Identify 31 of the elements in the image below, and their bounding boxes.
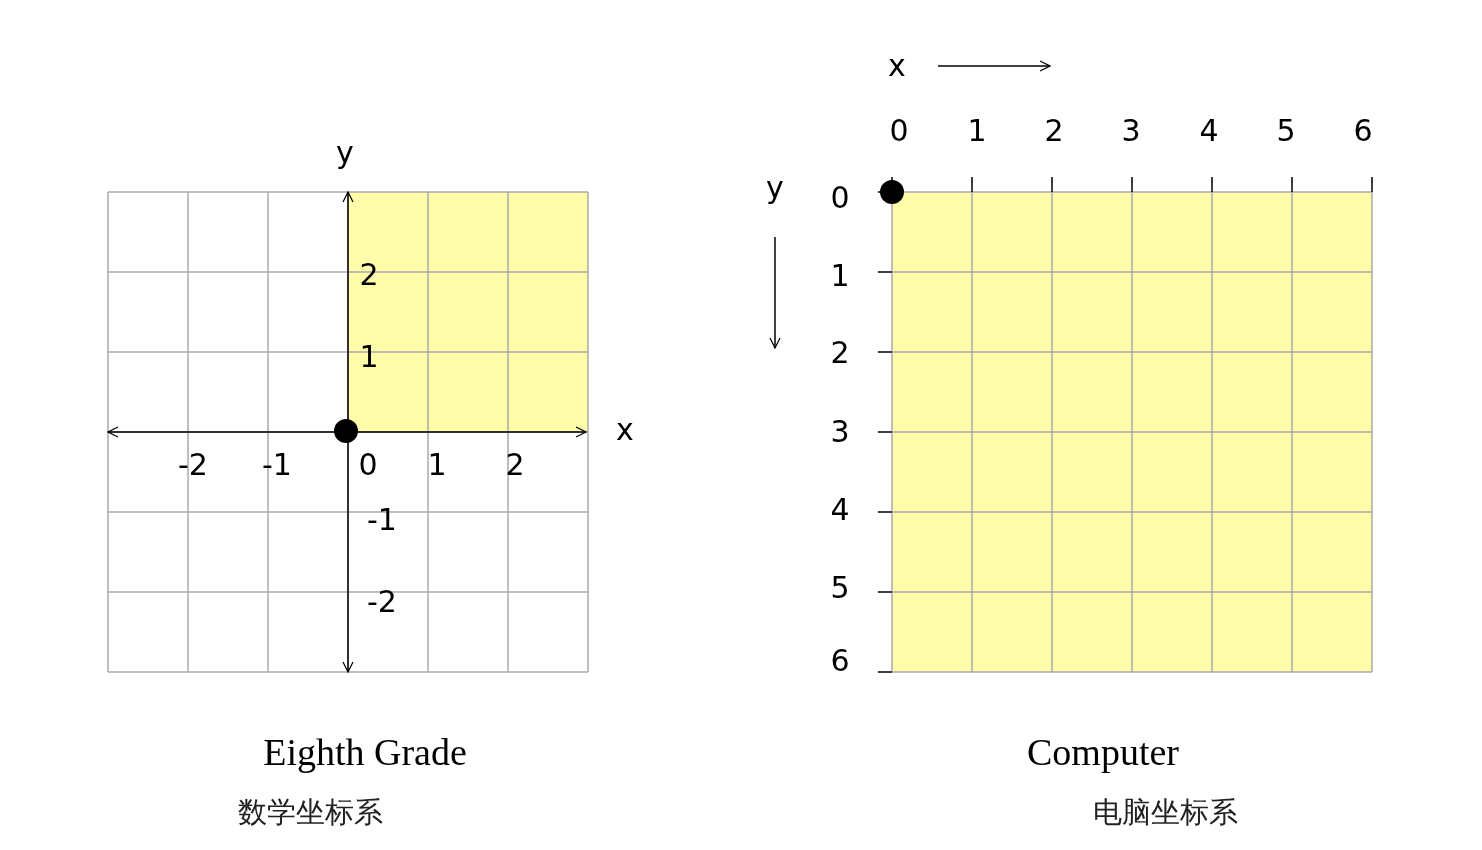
tick-label: 4 xyxy=(1199,116,1219,146)
caption-subtitle: 电脑坐标系 xyxy=(1092,797,1238,827)
tick-label: 3 xyxy=(830,417,850,447)
caption-subtitle: 数学坐标系 xyxy=(237,797,383,827)
tick-label: 0 xyxy=(830,183,850,213)
tick-label: -2 xyxy=(367,587,397,617)
tick-label: 2 xyxy=(1044,116,1064,146)
axis-label: y xyxy=(336,138,354,168)
axis-label: x xyxy=(888,51,906,81)
caption-title: Computer xyxy=(1027,733,1179,771)
tick-label: 5 xyxy=(830,573,850,603)
tick-label: 3 xyxy=(1121,116,1141,146)
tick-label: -1 xyxy=(262,450,292,480)
tick-label: 2 xyxy=(505,450,525,480)
tick-label: 2 xyxy=(359,260,379,290)
tick-label: 0 xyxy=(889,116,909,146)
tick-label: 2 xyxy=(830,338,850,368)
tick-label: 5 xyxy=(1276,116,1296,146)
tick-label: 4 xyxy=(830,495,850,525)
tick-label: 1 xyxy=(359,342,379,372)
tick-label: -1 xyxy=(367,505,397,535)
tick-label: 0 xyxy=(358,450,378,480)
tick-label: -2 xyxy=(178,450,208,480)
tick-label: 1 xyxy=(967,116,987,146)
tick-label: 1 xyxy=(427,450,447,480)
axis-label: y xyxy=(766,173,784,203)
caption-title: Eighth Grade xyxy=(263,733,467,771)
tick-label: 1 xyxy=(830,261,850,291)
axis-label: x xyxy=(616,415,634,445)
tick-label: 6 xyxy=(1353,116,1373,146)
tick-label: 6 xyxy=(830,646,850,676)
